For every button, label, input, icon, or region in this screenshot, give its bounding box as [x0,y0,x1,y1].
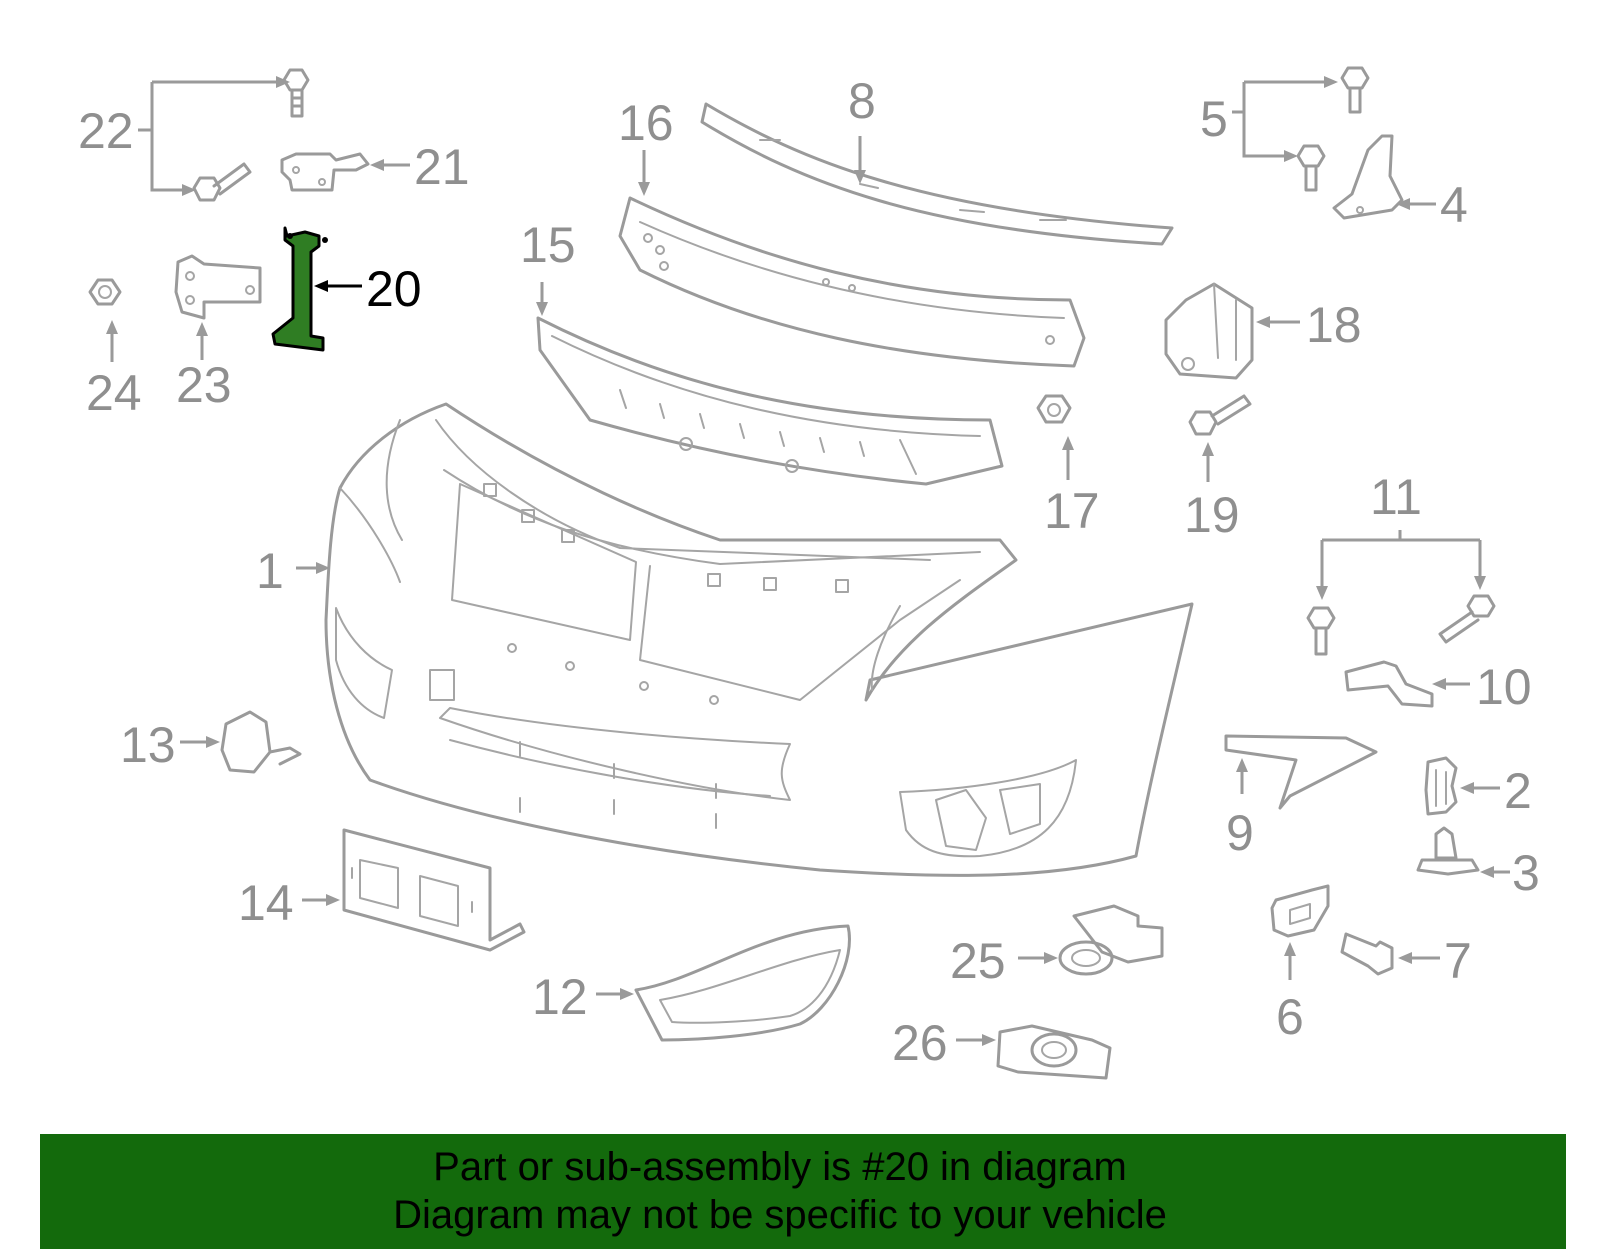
callout-5: 5 [1200,91,1228,147]
callout-21: 21 [414,139,470,195]
part-26-sensor-holder[interactable] [956,1024,1112,1080]
part-7-bolt[interactable] [1340,932,1440,976]
info-banner: Part or sub-assembly is #20 in diagram D… [40,1134,1566,1249]
banner-disclaimer: Diagram may not be specific to your vehi… [393,1193,1167,1237]
callout-1: 1 [256,543,284,599]
part-9-bracket[interactable] [1224,734,1378,810]
callout-19: 19 [1184,487,1240,543]
callout-17: 17 [1044,483,1100,539]
part-16-reinforcement[interactable] [618,150,1086,368]
part-19-bolt[interactable] [1188,394,1252,482]
part-21-bracket[interactable] [280,152,410,192]
part-11-bolts[interactable] [1306,530,1496,656]
callout-22: 22 [78,103,134,159]
callout-15: 15 [520,217,576,273]
part-12-fog-cover[interactable] [596,924,851,1042]
callout-14: 14 [238,875,294,931]
callout-10: 10 [1476,659,1532,715]
part-10-clip[interactable] [1344,660,1470,708]
part-6-clip[interactable] [1270,884,1330,980]
part-1-bumper-cover[interactable] [296,402,1194,877]
callout-20: 20 [366,261,422,317]
callout-18: 18 [1306,297,1362,353]
callout-25: 25 [950,933,1006,989]
part-23-bracket[interactable] [174,254,262,360]
callout-7: 7 [1444,933,1472,989]
part-18-bracket[interactable] [1164,282,1300,380]
callout-9: 9 [1226,805,1254,861]
part-3-push-clip[interactable] [1416,826,1510,878]
callout-24: 24 [86,365,142,421]
callout-6: 6 [1276,989,1304,1045]
callout-4: 4 [1440,177,1468,233]
callout-2: 2 [1504,763,1532,819]
callout-3: 3 [1512,845,1540,901]
banner-part-note: Part or sub-assembly is #20 in diagram [433,1145,1127,1189]
part-5-bolts[interactable] [1232,66,1370,192]
callout-23: 23 [176,357,232,413]
part-4-bracket[interactable] [1332,134,1436,220]
part-17-nut[interactable] [1036,394,1074,480]
part-2-clip[interactable] [1424,756,1500,816]
callout-16: 16 [618,95,674,151]
callout-13: 13 [120,717,176,773]
callout-12: 12 [532,969,588,1025]
part-25-sensor[interactable] [1018,904,1164,976]
callout-26: 26 [892,1015,948,1071]
part-14-license-bracket[interactable] [302,828,526,952]
callout-8: 8 [848,73,876,129]
part-8-retainer[interactable] [700,102,1174,246]
part-24-nut[interactable] [88,278,122,362]
part-20-bracket-highlighted[interactable] [271,226,362,352]
part-15-absorber[interactable] [536,282,1004,486]
part-22-bolts[interactable] [138,68,310,202]
callout-11: 11 [1370,469,1422,525]
part-13-cap[interactable] [180,710,302,774]
